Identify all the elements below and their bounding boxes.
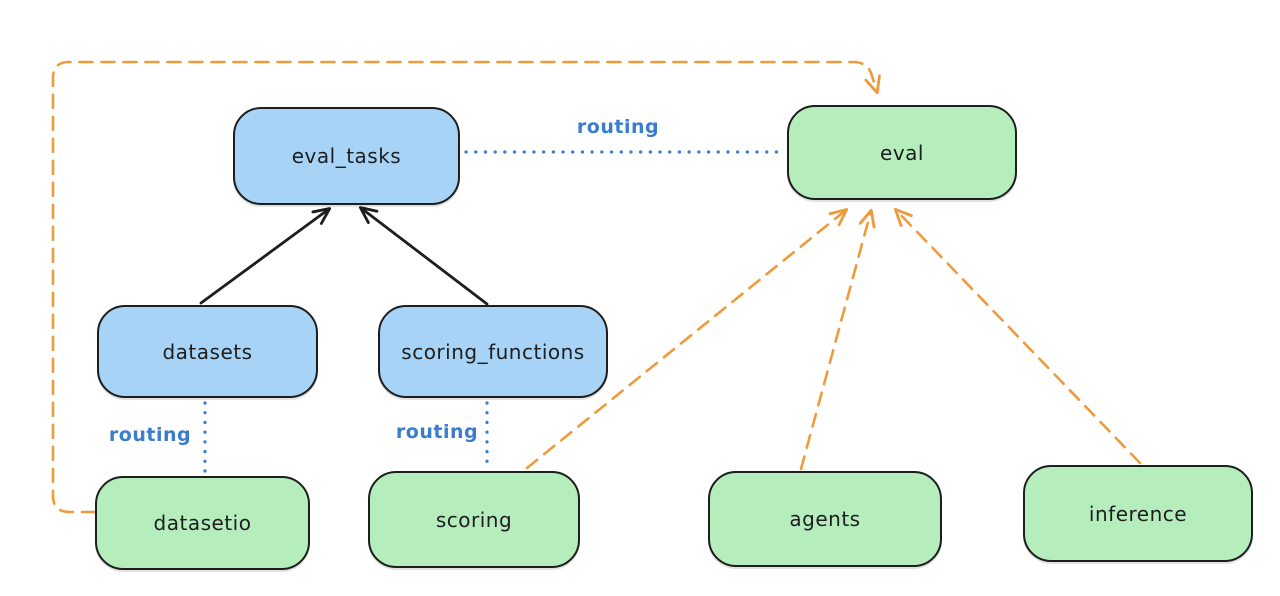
node-datasetio: datasetio: [95, 476, 310, 570]
node-scoring-label: scoring: [435, 507, 513, 532]
node-eval-tasks: eval_tasks: [233, 107, 460, 205]
edge-inference-to-eval: [893, 207, 1142, 465]
edge-agents-to-eval: [799, 208, 876, 471]
edge-label-routing-scoring-functions-scoring: routing: [395, 421, 479, 443]
edge-label-routing-eval-tasks-eval: routing: [576, 116, 660, 138]
edge-scoring-functions-to-eval-tasks: [358, 206, 489, 306]
edge-scoring-to-eval: [525, 208, 849, 470]
node-datasets-label: datasets: [162, 339, 253, 364]
node-inference: inference: [1023, 465, 1253, 562]
node-scoring: scoring: [368, 471, 580, 568]
node-datasets: datasets: [97, 305, 318, 398]
node-eval-tasks-label: eval_tasks: [291, 144, 402, 168]
node-scoring-functions: scoring_functions: [378, 305, 608, 398]
node-agents: agents: [708, 471, 942, 567]
node-agents-label: agents: [789, 507, 861, 531]
node-scoring-functions-label: scoring_functions: [401, 339, 585, 364]
node-eval-label: eval: [880, 140, 924, 165]
node-datasetio-label: datasetio: [153, 511, 252, 535]
edge-label-routing-datasets-datasetio: routing: [108, 424, 192, 446]
edge-datasets-to-eval-tasks: [199, 207, 332, 305]
node-eval: eval: [787, 105, 1017, 200]
node-inference-label: inference: [1088, 501, 1188, 526]
